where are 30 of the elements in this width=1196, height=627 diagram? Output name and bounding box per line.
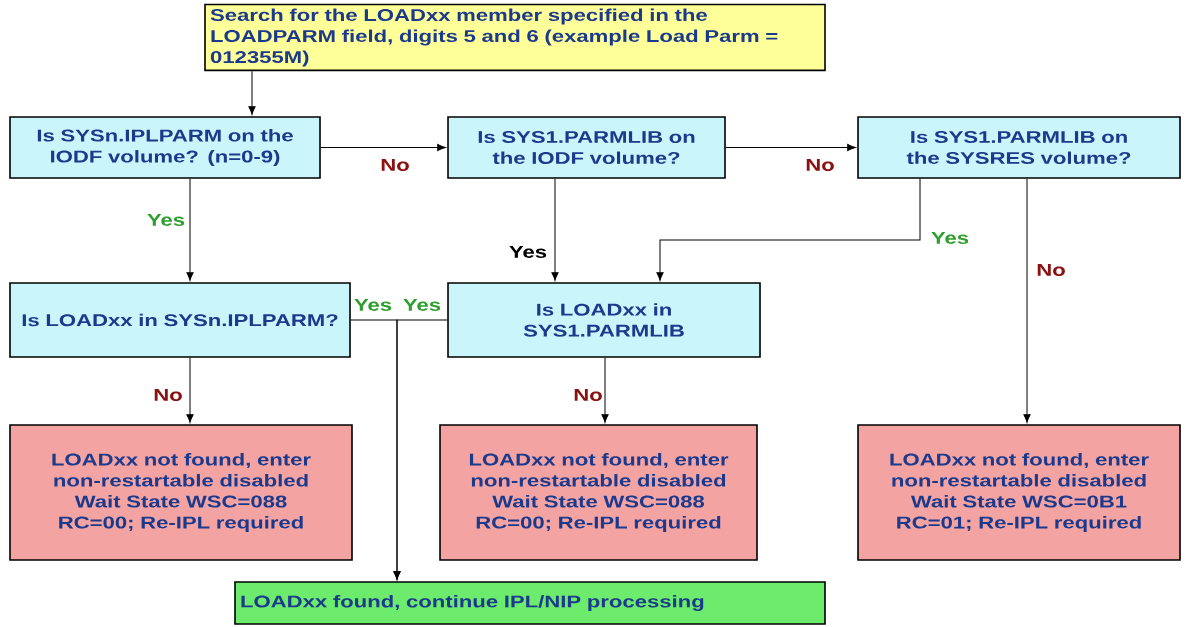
arrow xyxy=(186,178,194,281)
arrow xyxy=(248,70,256,115)
edge-label: Yes xyxy=(507,245,549,259)
edge-label: No xyxy=(379,158,411,172)
decision-box: Is SYS1.PARMLIB on the SYSRES volume? xyxy=(857,116,1181,179)
arrow xyxy=(1023,178,1031,423)
edge-label: No xyxy=(152,388,184,402)
edge-label: No xyxy=(1035,263,1067,277)
error-box: LOADxx not found, enter non-restartable disabled Wait State WSC=0B1 RC=01; Re-IPL required xyxy=(857,424,1181,561)
error-box: LOADxx not found, enter non-restartable disabled Wait State WSC=088 RC=00; Re-IPL required xyxy=(439,424,758,561)
arrow xyxy=(186,357,194,423)
edge-label: Yes xyxy=(929,231,971,245)
error-box: LOADxx not found, enter non-restartable disabled Wait State WSC=088 RC=00; Re-IPL required xyxy=(9,424,353,561)
arrow xyxy=(656,178,921,281)
decision-box: Is LOADxx in SYS1.PARMLIB xyxy=(447,282,761,358)
arrow xyxy=(551,178,559,281)
decision-box: Is SYSn.IPLPARM on the IODF volume? (n=0-9) xyxy=(9,116,321,179)
process-box: Search for the LOADxx member specified in the LOADPARM field, digits 5 and 6 (example Load Parm = 012355M) xyxy=(204,3,826,72)
edge-label: Yes xyxy=(401,298,443,312)
arrow xyxy=(601,357,609,423)
arrow xyxy=(725,143,856,152)
edge-label: No xyxy=(572,388,604,402)
result-box: LOADxx found, continue IPL/NIP processing xyxy=(234,581,826,625)
edge-label: Yes xyxy=(352,298,394,312)
edge-label: Yes xyxy=(145,213,187,227)
arrow xyxy=(320,143,446,152)
arrow xyxy=(393,319,448,580)
decision-box: Is SYS1.PARMLIB on the IODF volume? xyxy=(447,116,726,179)
decision-box: Is LOADxx in SYSn.IPLPARM? xyxy=(9,282,351,358)
edge-label: No xyxy=(804,158,836,172)
